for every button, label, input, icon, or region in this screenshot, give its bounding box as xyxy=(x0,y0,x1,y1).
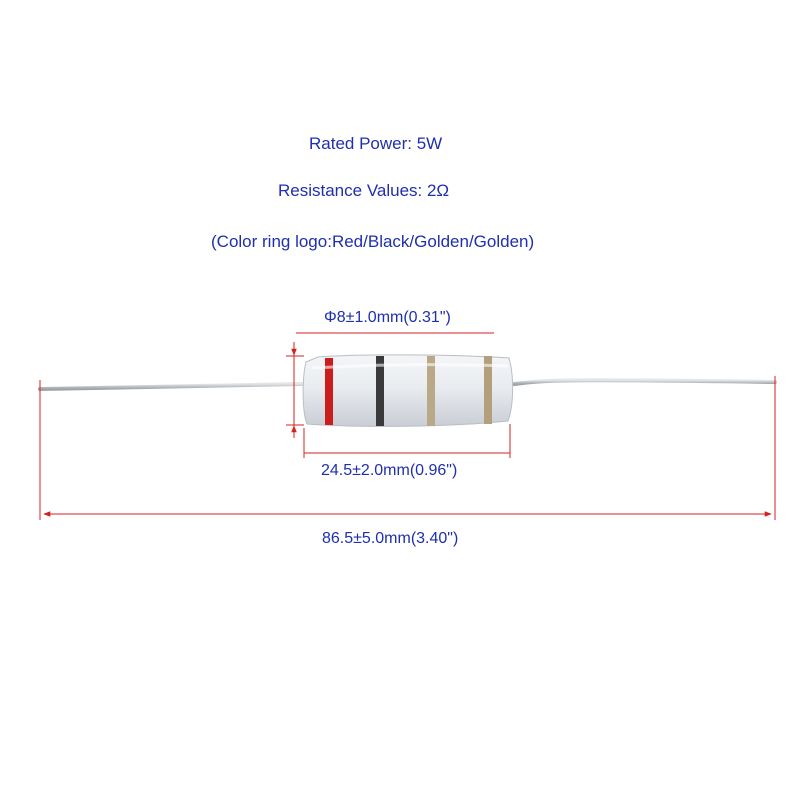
spec-resistance: Resistance Values: 2Ω xyxy=(278,181,450,200)
diameter-label: Φ8±1.0mm(0.31") xyxy=(324,309,451,326)
diameter-dimension xyxy=(286,332,494,438)
band-red xyxy=(325,358,333,425)
lead-wires xyxy=(38,378,777,391)
body-length-label: 24.5±2.0mm(0.96") xyxy=(321,462,458,479)
resistor-body xyxy=(302,354,514,427)
total-length-label: 86.5±5.0mm(3.40") xyxy=(322,530,459,547)
total-length-dimension xyxy=(39,376,776,520)
band-golden-2 xyxy=(484,356,492,424)
body-length-dimension xyxy=(303,424,511,458)
spec-color-ring: (Color ring logo:Red/Black/Golden/Golden… xyxy=(211,232,535,251)
spec-rated-power: Rated Power: 5W xyxy=(309,134,443,153)
band-golden-1 xyxy=(427,356,435,426)
left-lead xyxy=(38,382,304,391)
band-black xyxy=(376,356,384,426)
right-lead xyxy=(512,378,777,386)
